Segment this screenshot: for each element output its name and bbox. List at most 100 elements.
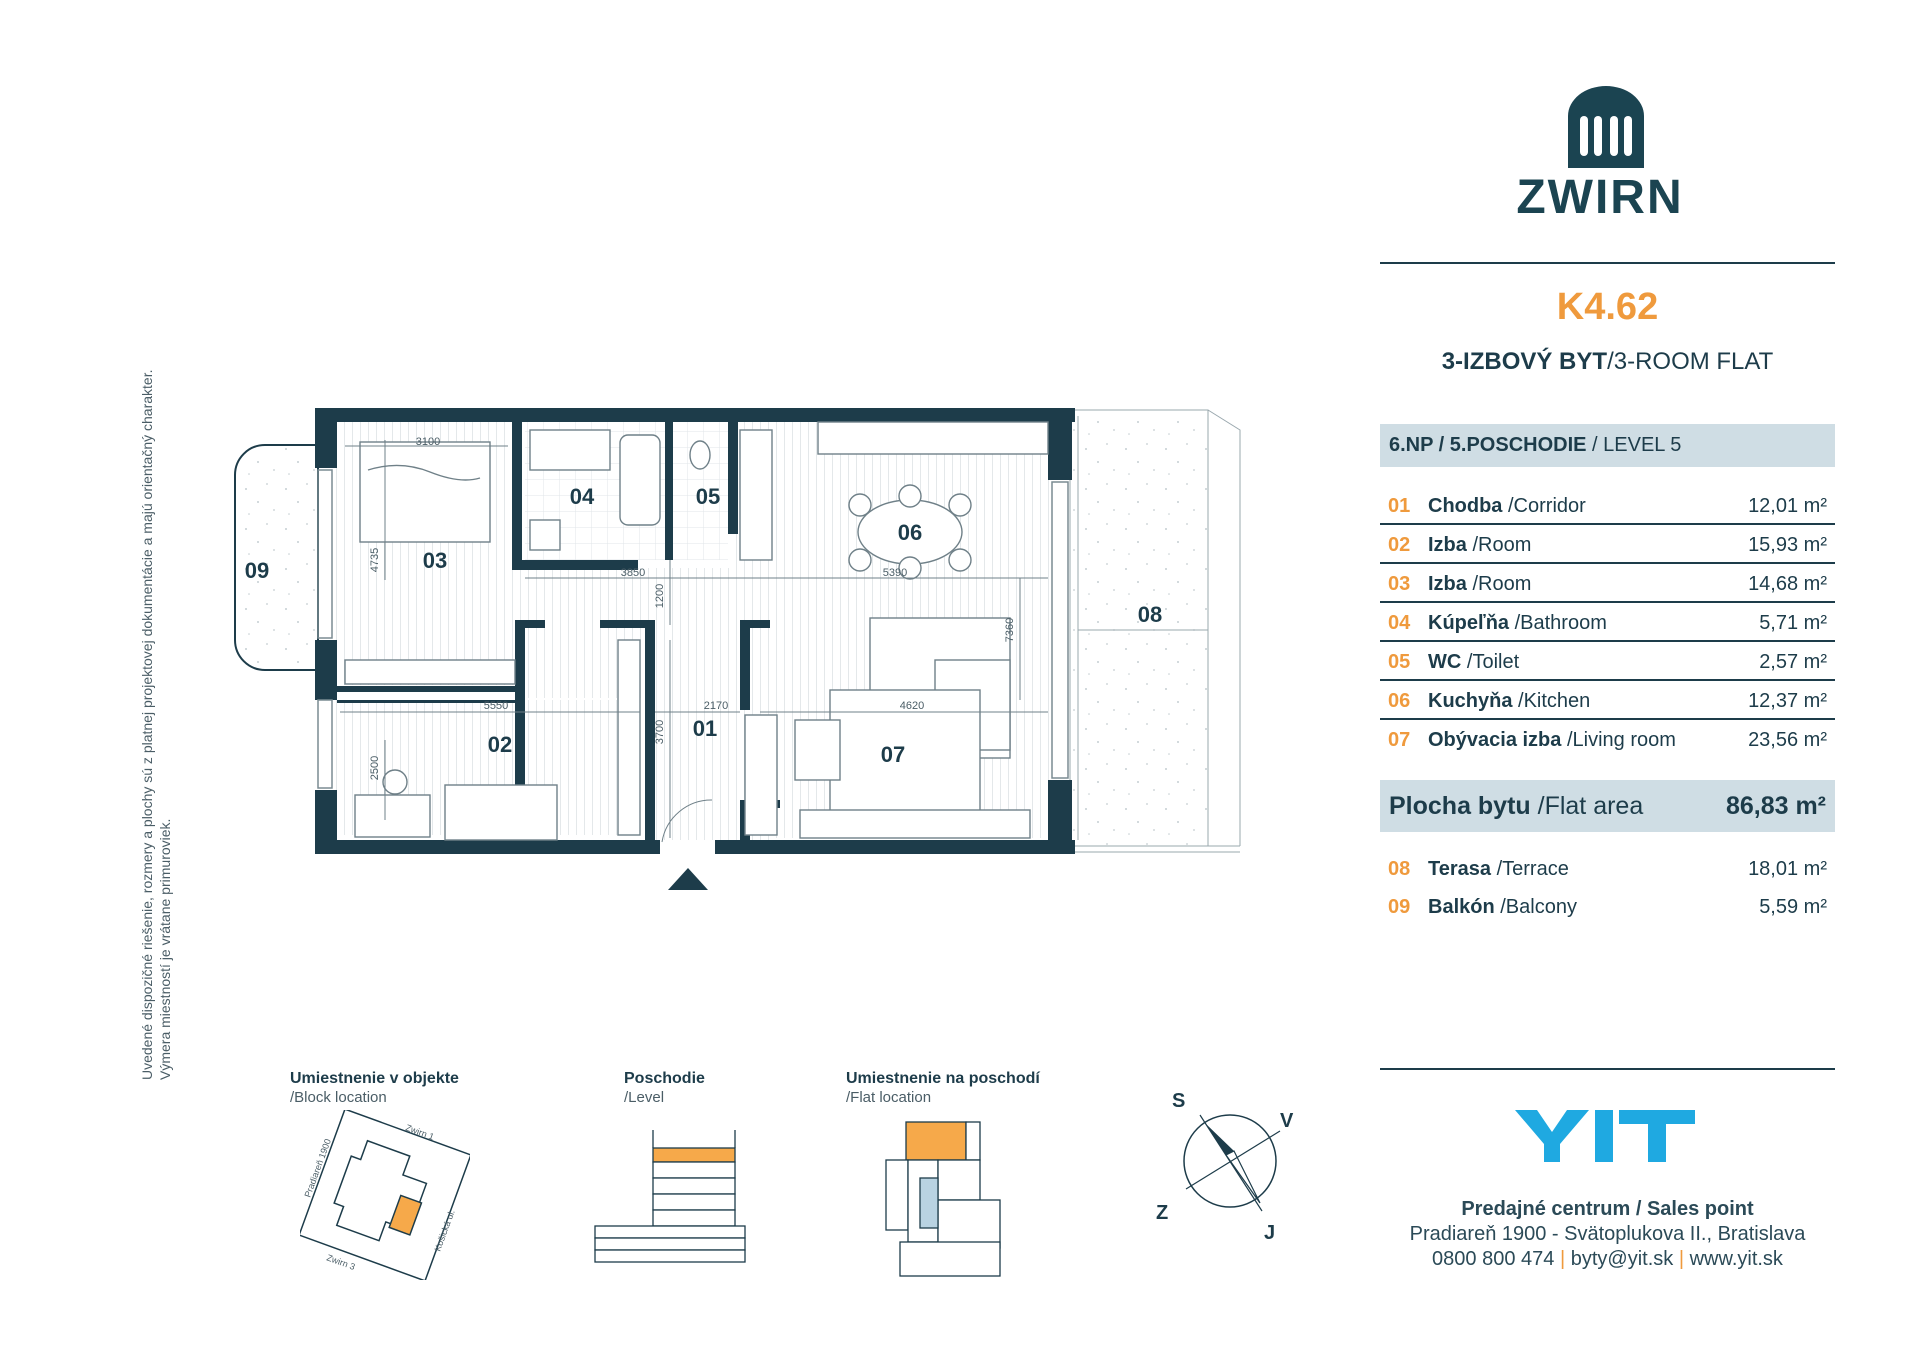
extra-name: Balkón /Balcony	[1428, 896, 1577, 918]
bathtub	[619, 434, 661, 526]
room-name: Kuchyňa /Kitchen	[1428, 690, 1591, 712]
street-zwirn1: Zwirn 1	[404, 1122, 435, 1141]
room-area: 12,37 m²	[1748, 690, 1827, 712]
room-label-04: 04	[570, 484, 595, 509]
yit-logo	[1515, 1110, 1695, 1162]
room-label-07: 07	[881, 742, 905, 767]
dim-7360: 7360	[1004, 618, 1016, 642]
room-label-03: 03	[423, 548, 447, 573]
living-rug	[829, 689, 981, 831]
sales-contacts: 0800 800 474 | byty@yit.sk | www.yit.sk	[1432, 1248, 1783, 1270]
room-label-09: 09	[245, 558, 269, 583]
terrace	[1069, 409, 1209, 847]
dim-5390: 5390	[883, 567, 907, 579]
street-kosicka: Košická ul.	[432, 1208, 456, 1252]
room-area: 5,71 m²	[1759, 612, 1827, 634]
room-row: 01 Chodba /Corridor 12,01 m²	[1380, 487, 1835, 525]
room-label-01: 01	[693, 716, 717, 741]
balcony	[234, 444, 319, 671]
sales-phone: 0800 800 474	[1432, 1248, 1555, 1270]
flat-type: 3-IZBOVÝ BYT/3-ROOM FLAT	[1380, 348, 1835, 376]
room-number: 05	[1388, 651, 1411, 673]
compass-south: J	[1264, 1222, 1276, 1244]
divider-top	[1380, 262, 1835, 264]
room-name: Izba /Room	[1428, 534, 1532, 556]
bed-room-02	[444, 784, 558, 841]
room-area: 15,93 m²	[1748, 534, 1827, 556]
sales-address: Pradiareň 1900 - Svätoplukova II., Brati…	[1409, 1223, 1806, 1245]
room-row: 02 Izba /Room 15,93 m²	[1380, 526, 1835, 564]
flat-area-label: Plocha bytu /Flat area	[1389, 792, 1644, 820]
level-band: 6.NP / 5.POSCHODIE / LEVEL 5	[1380, 424, 1835, 467]
flat-location-title: Umiestnenie na poschodí	[846, 1070, 1040, 1087]
building-arches-icon	[1568, 86, 1644, 168]
room-label-02: 02	[488, 732, 512, 757]
compass-north: S	[1172, 1090, 1186, 1112]
level-sk: 6.NP / 5.POSCHODIE	[1389, 434, 1587, 456]
extra-number: 08	[1388, 858, 1411, 880]
compass-west: Z	[1156, 1202, 1169, 1224]
room-area: 12,01 m²	[1748, 495, 1827, 517]
room-name: Izba /Room	[1428, 573, 1532, 595]
dim-3700: 3700	[654, 720, 666, 744]
dim-3100: 3100	[416, 436, 440, 448]
flat-code: K4.62	[1556, 286, 1659, 328]
extra-name: Terasa /Terrace	[1428, 858, 1569, 880]
street-zwirn3: Zwirn 3	[325, 1252, 356, 1271]
room-number: 07	[1388, 729, 1411, 751]
room-name: Obývacia izba /Living room	[1428, 729, 1676, 751]
room-area: 14,68 m²	[1748, 573, 1827, 595]
disclaimer-line-1: Uvedené dispozičné riešenie, rozmery a p…	[139, 369, 155, 1081]
dim-2170: 2170	[704, 700, 728, 712]
room-number: 01	[1388, 495, 1411, 517]
disclaimer-line-2: Výmera miestností je vrátane primuroviek…	[157, 818, 173, 1080]
block-location-sub: /Block location	[290, 1089, 387, 1106]
dim-4620: 4620	[900, 700, 924, 712]
room-area: 2,57 m²	[1759, 651, 1827, 673]
flat-area-band: Plocha bytu /Flat area 86,83 m²	[1380, 780, 1835, 832]
floor-plan: 01 02 03 04 05 06 07 08 09 3100 4735 385…	[234, 408, 1241, 890]
sales-email[interactable]: byty@yit.sk	[1570, 1248, 1674, 1270]
room-number: 03	[1388, 573, 1411, 595]
room-number: 02	[1388, 534, 1411, 556]
extra-area: 5,59 m²	[1759, 896, 1827, 918]
flat-type-sk: 3-IZBOVÝ BYT	[1441, 348, 1608, 375]
room-row: 03 Izba /Room 14,68 m²	[1380, 565, 1835, 603]
room-row: 06 Kuchyňa /Kitchen 12,37 m²	[1380, 682, 1835, 720]
extra-row: 08 Terasa /Terrace 18,01 m²	[1380, 850, 1835, 888]
extra-number: 09	[1388, 896, 1411, 918]
room-number: 04	[1388, 612, 1411, 634]
room-row: 05 WC /Toilet 2,57 m²	[1380, 643, 1835, 681]
street-pradiaren: Pradiareň 1900	[302, 1137, 332, 1198]
dim-5550: 5550	[484, 700, 508, 712]
room-label-05: 05	[696, 484, 720, 509]
dim-2500: 2500	[369, 756, 381, 780]
flat-type-en: /3-ROOM FLAT	[1607, 348, 1774, 375]
room-row: 07 Obývacia izba /Living room 23,56 m²	[1380, 721, 1835, 759]
flat-location-sub: /Flat location	[846, 1089, 932, 1106]
room-row: 04 Kúpeľňa /Bathroom 5,71 m²	[1380, 604, 1835, 642]
entrance-arrow-icon	[668, 868, 708, 890]
room-name: WC /Toilet	[1428, 651, 1520, 673]
dim-3850: 3850	[621, 567, 645, 579]
room-area: 23,56 m²	[1748, 729, 1827, 751]
dim-1200: 1200	[654, 584, 666, 608]
room-label-06: 06	[898, 520, 922, 545]
level-sub: /Level	[624, 1089, 665, 1106]
block-location-title: Umiestnenie v objekte	[290, 1070, 459, 1087]
level-diagram	[594, 1130, 746, 1263]
flat-location-diagram	[885, 1121, 1001, 1277]
level-title: Poschodie	[624, 1070, 705, 1087]
toilet	[689, 440, 711, 470]
compass-icon	[1183, 1114, 1281, 1212]
room-label-08: 08	[1138, 602, 1162, 627]
sales-web[interactable]: www.yit.sk	[1689, 1248, 1783, 1270]
extra-area: 18,01 m²	[1748, 858, 1827, 880]
compass-east: V	[1280, 1110, 1294, 1132]
extra-row: 09 Balkón /Balcony 5,59 m²	[1380, 888, 1835, 926]
room-name: Chodba /Corridor	[1428, 495, 1586, 517]
divider-bottom	[1380, 1068, 1835, 1070]
room-name: Kúpeľňa /Bathroom	[1428, 612, 1607, 634]
room-number: 06	[1388, 690, 1411, 712]
flat-area-value: 86,83 m²	[1725, 792, 1826, 820]
